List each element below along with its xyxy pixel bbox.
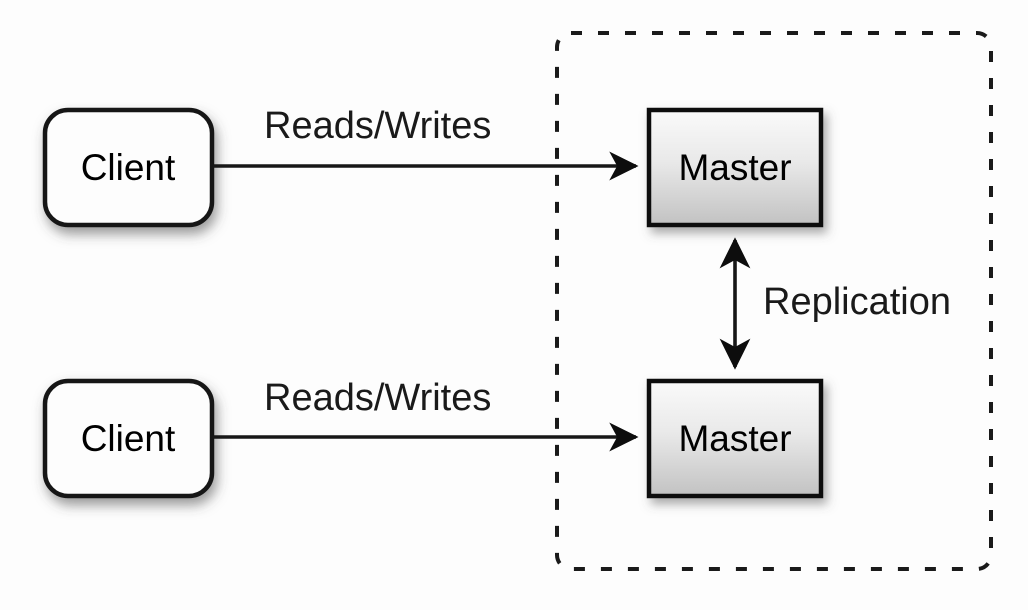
master-bottom-shape [646,378,824,499]
client-top-label: Client [81,147,176,188]
client-top-shape [42,107,215,228]
edge-label-replication: Replication [763,281,951,323]
node-client-top[interactable]: Client [42,107,215,228]
replication-cluster-boundary [555,31,993,571]
master-top-label: Master [678,147,791,188]
node-master-bottom[interactable]: Master [646,378,824,499]
client-bottom-shape [42,378,215,499]
client-bottom-label: Client [81,418,176,459]
node-client-bottom[interactable]: Client [42,378,215,499]
node-master-top[interactable]: Master [646,107,824,228]
master-bottom-label: Master [678,418,791,459]
edge-label-reads-writes-bottom: Reads/Writes [264,377,491,419]
edge-label-reads-writes-top: Reads/Writes [264,105,491,147]
master-top-shape [646,107,824,228]
